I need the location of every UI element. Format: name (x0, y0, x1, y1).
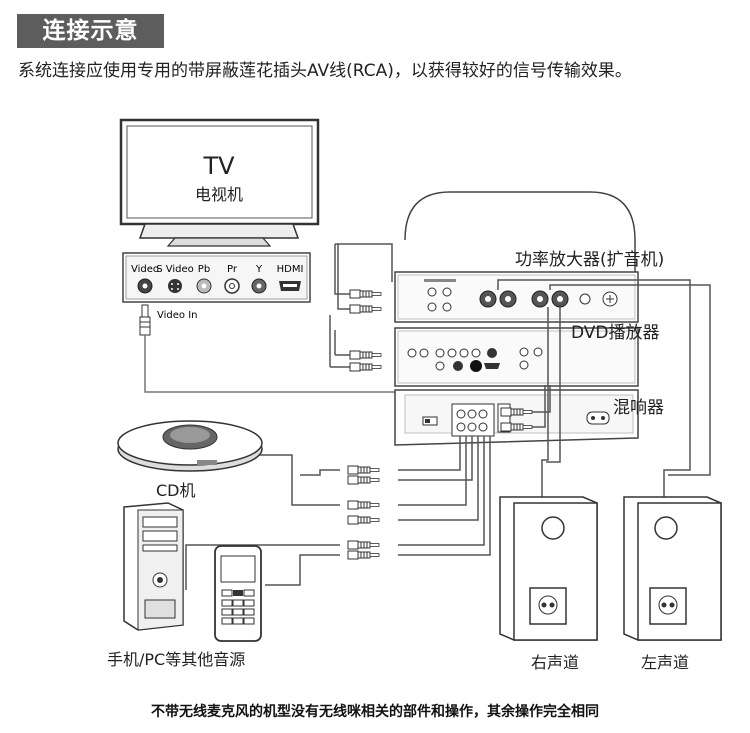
port-label-svideo: S Video (156, 264, 194, 275)
tv-subtitle: 电视机 (195, 185, 243, 204)
speaker-left: 左声道 (623, 496, 722, 672)
port-label-y: Y (255, 264, 263, 275)
phone-pc-label: 手机/PC等其他音源 (107, 650, 245, 669)
port-label-hdmi: HDMI (277, 264, 304, 275)
dvd-player: DVD播放器 (394, 323, 660, 387)
pc-tower (123, 502, 184, 631)
cd-label: CD机 (156, 481, 196, 500)
svideo-port-icon (168, 279, 182, 293)
port-label-pr: Pr (227, 264, 238, 275)
section-subtitle: 系统连接应使用专用的带屏蔽莲花插头AV线(RCA)，以获得较好的信号传输效果。 (18, 61, 632, 81)
video-in-plug: Video In (139, 304, 197, 336)
speaker-right-label: 右声道 (531, 653, 579, 672)
amplifier: 功率放大器(扩音机) (394, 191, 664, 323)
video-in-cable (144, 335, 400, 393)
tv-port-panel: Video S Video Pb Pr Y HDMI (122, 252, 311, 303)
cd-player: CD机 (117, 420, 263, 500)
section-title: 连接示意 (17, 14, 164, 48)
amplifier-label: 功率放大器(扩音机) (515, 250, 664, 270)
speaker-left-label: 左声道 (641, 653, 689, 672)
mixer: 混响器 (394, 389, 664, 446)
port-label-pb: Pb (198, 264, 210, 275)
port-label-video: Video (131, 264, 159, 275)
mixer-label: 混响器 (613, 398, 664, 418)
tv: TV 电视机 (119, 118, 320, 247)
tv-title: TV (202, 152, 235, 180)
video-in-label: Video In (157, 310, 197, 321)
mobile-phone (214, 545, 262, 642)
speaker-right: 右声道 (499, 496, 598, 672)
dvd-label: DVD播放器 (571, 323, 660, 343)
footer-note: 不带无线麦克风的机型没有无线咪相关的部件和操作，其余操作完全相同 (151, 704, 599, 720)
